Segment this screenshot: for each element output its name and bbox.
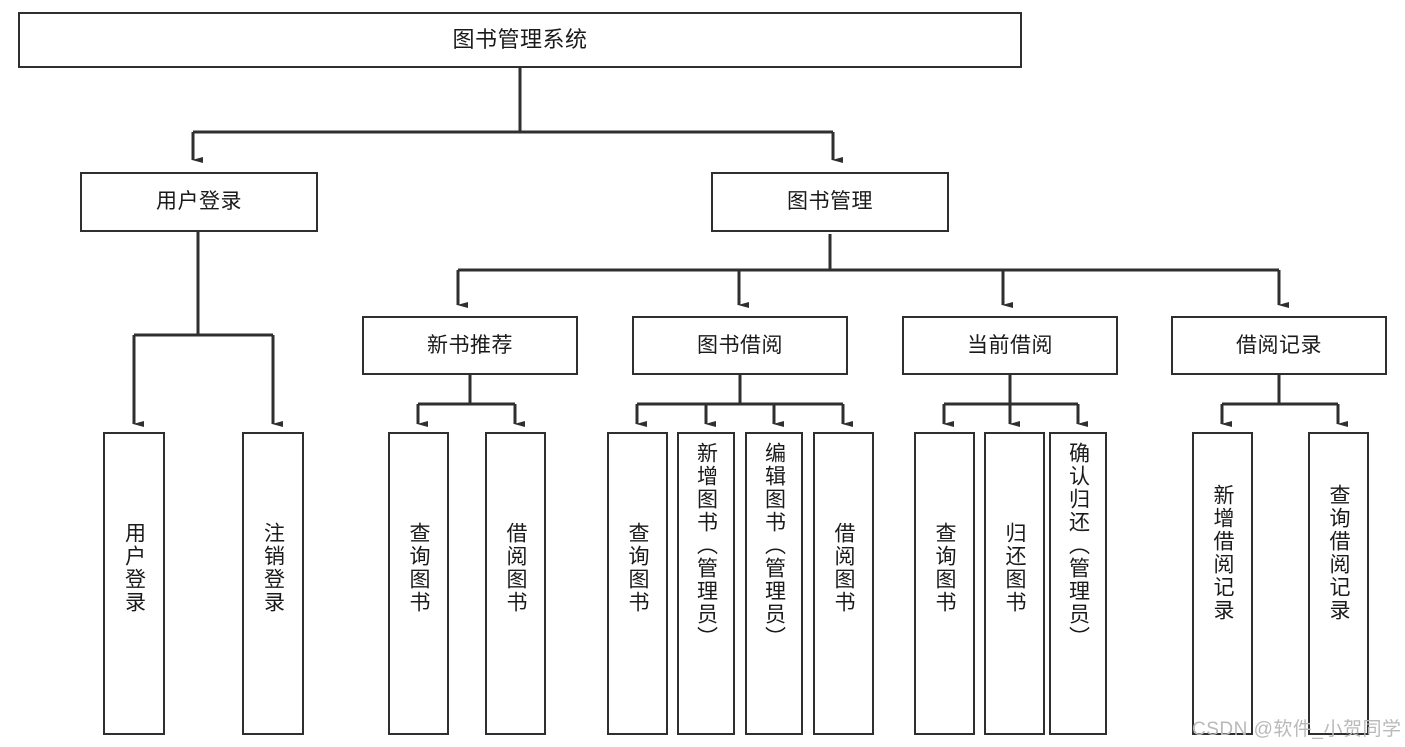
node-book-management-label: 图书管理 xyxy=(787,190,873,214)
leaf-confirm-return-admin-label: 确认归还（管理员） xyxy=(1066,442,1090,649)
node-book-borrow-label: 图书借阅 xyxy=(697,333,783,357)
leaf-current-query-book-label: 查询图书 xyxy=(933,522,956,614)
leaf-add-book-admin[interactable]: 新增图书（管理员） xyxy=(677,432,735,735)
leaf-logout[interactable]: 注销登录 xyxy=(242,432,304,735)
leaf-add-book-admin-label: 新增图书（管理员） xyxy=(694,442,718,649)
leaf-borrow-query-book[interactable]: 查询图书 xyxy=(607,432,668,735)
leaf-query-borrow-record[interactable]: 查询借阅记录 xyxy=(1308,432,1369,735)
csdn-watermark: CSDN @软件_小贺同学 xyxy=(1192,719,1402,740)
node-new-book-recommend-label: 新书推荐 xyxy=(427,333,513,357)
leaf-borrow-query-book-label: 查询图书 xyxy=(626,522,649,614)
node-borrow-record[interactable]: 借阅记录 xyxy=(1171,316,1387,375)
leaf-return-book-label: 归还图书 xyxy=(1003,522,1026,614)
node-current-borrow[interactable]: 当前借阅 xyxy=(902,316,1118,375)
leaf-borrow-book[interactable]: 借阅图书 xyxy=(813,432,874,735)
node-book-borrow[interactable]: 图书借阅 xyxy=(632,316,848,375)
node-root-label: 图书管理系统 xyxy=(452,26,588,52)
leaf-confirm-return-admin[interactable]: 确认归还（管理员） xyxy=(1049,432,1107,735)
leaf-logout-label: 注销登录 xyxy=(261,522,285,614)
leaf-user-login[interactable]: 用户登录 xyxy=(103,432,165,735)
leaf-recommend-query-book-label: 查询图书 xyxy=(407,522,430,614)
leaf-recommend-borrow-book-label: 借阅图书 xyxy=(504,522,527,614)
leaf-query-borrow-record-label: 查询借阅记录 xyxy=(1327,484,1350,622)
leaf-user-login-label: 用户登录 xyxy=(122,522,146,614)
leaf-edit-book-admin[interactable]: 编辑图书（管理员） xyxy=(745,432,803,735)
node-borrow-record-label: 借阅记录 xyxy=(1236,333,1322,357)
leaf-edit-book-admin-label: 编辑图书（管理员） xyxy=(762,442,786,649)
node-book-management[interactable]: 图书管理 xyxy=(711,172,949,232)
node-new-book-recommend[interactable]: 新书推荐 xyxy=(362,316,578,375)
leaf-return-book[interactable]: 归还图书 xyxy=(984,432,1045,735)
leaf-add-borrow-record-label: 新增借阅记录 xyxy=(1211,484,1234,622)
node-root[interactable]: 图书管理系统 xyxy=(18,12,1022,68)
leaf-recommend-query-book[interactable]: 查询图书 xyxy=(388,432,449,735)
node-current-borrow-label: 当前借阅 xyxy=(967,333,1053,357)
leaf-add-borrow-record[interactable]: 新增借阅记录 xyxy=(1192,432,1253,735)
node-user-login-label: 用户登录 xyxy=(156,190,242,214)
leaf-recommend-borrow-book[interactable]: 借阅图书 xyxy=(485,432,546,735)
leaf-current-query-book[interactable]: 查询图书 xyxy=(914,432,975,735)
node-user-login[interactable]: 用户登录 xyxy=(80,172,318,232)
leaf-borrow-book-label: 借阅图书 xyxy=(832,522,855,614)
